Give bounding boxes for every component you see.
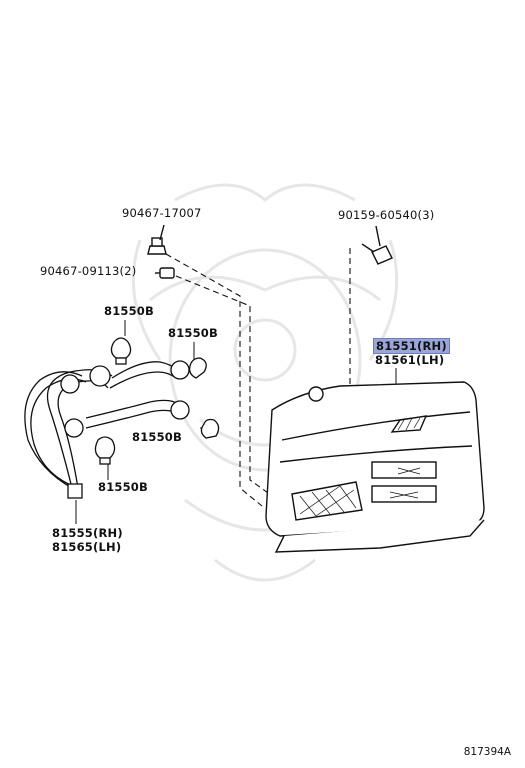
part-label[interactable]: 81550B	[132, 430, 182, 444]
socket-icon	[60, 360, 190, 499]
bulb-icon	[94, 337, 220, 465]
part-label[interactable]: 90467-17007	[122, 206, 202, 220]
part-label[interactable]: 81561(LH)	[375, 353, 445, 367]
part-label[interactable]: 81550B	[98, 480, 148, 494]
part-label[interactable]: 81565(LH)	[52, 540, 122, 554]
lamp-hatching	[299, 417, 421, 517]
screw-icon	[361, 225, 393, 265]
part-label[interactable]: 81550B	[104, 304, 154, 318]
diagram-code: 817394A	[463, 746, 511, 758]
part-label[interactable]: 90467-09113(2)	[40, 264, 137, 278]
part-label[interactable]: 81550B	[168, 326, 218, 340]
screw-icon	[147, 224, 167, 255]
part-label[interactable]: 81555(RH)	[52, 526, 123, 540]
tail-lamp-assembly	[265, 381, 485, 553]
leader-lines-dashed	[165, 248, 351, 507]
part-label-highlighted[interactable]: 81551(RH)	[373, 338, 450, 354]
part-label[interactable]: 90159-60540(3)	[338, 208, 435, 222]
clip-icon	[155, 267, 175, 279]
